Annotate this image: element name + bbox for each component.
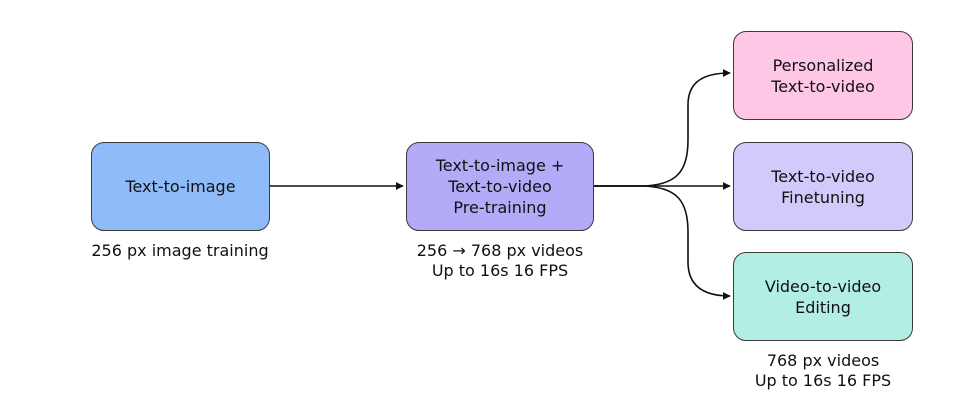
caption-pretraining: 256 → 768 px videos Up to 16s 16 FPS	[416, 241, 584, 280]
caption-editing: 768 px videos Up to 16s 16 FPS	[754, 351, 892, 390]
node-label: Personalized Text-to-video	[771, 55, 875, 96]
arrow-pretraining-to-personalized	[594, 69, 731, 187]
node-label: Text-to-image	[125, 177, 236, 196]
arrow-pretraining-to-editing	[594, 185, 731, 300]
node-personalized: Personalized Text-to-video	[733, 31, 913, 120]
caption-text-to-image: 256 px image training	[91, 241, 269, 260]
node-label: Video-to-video Editing	[764, 276, 882, 317]
node-label: Text-to-image + Text-to-video Pre-traini…	[435, 156, 565, 217]
node-editing: Video-to-video Editing	[733, 252, 913, 341]
node-text-to-image: Text-to-image	[91, 142, 270, 231]
node-label: Text-to-video Finetuning	[771, 166, 875, 207]
node-pretraining: Text-to-image + Text-to-video Pre-traini…	[406, 142, 594, 231]
node-finetuning: Text-to-video Finetuning	[733, 142, 913, 231]
